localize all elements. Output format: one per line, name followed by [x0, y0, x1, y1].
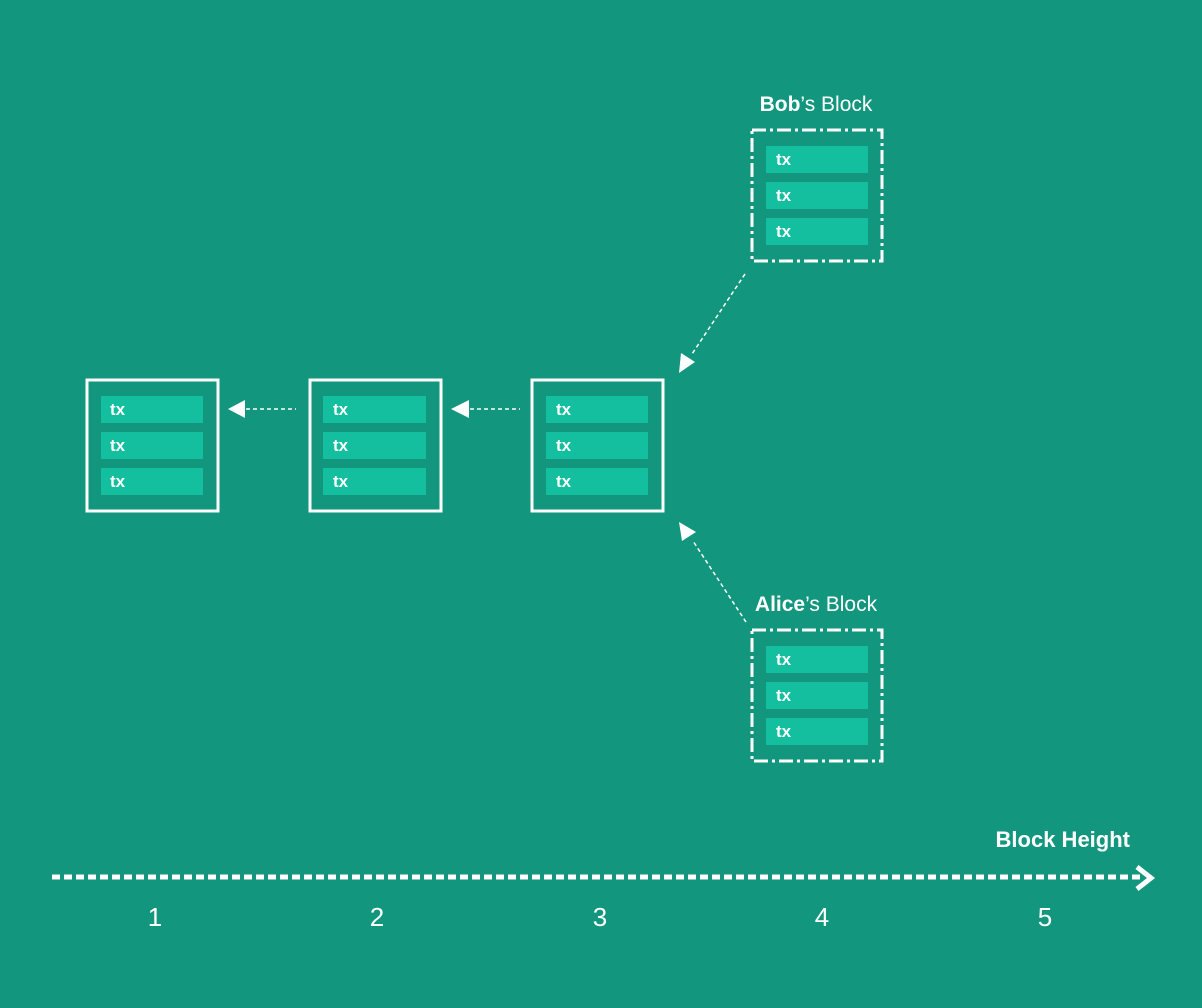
- block-title-suffix: ’s Block: [800, 93, 872, 116]
- tx-label: tx: [110, 400, 126, 419]
- tick-label: 2: [370, 902, 384, 932]
- axis-arrowhead-icon: [1135, 865, 1156, 891]
- tx-label: tx: [556, 472, 572, 491]
- tx-label: tx: [776, 150, 792, 169]
- arrowhead-icon: [679, 353, 695, 373]
- block-title-suffix: ’s Block: [805, 593, 877, 616]
- tx-label: tx: [776, 686, 792, 705]
- arrow-block-3-to-2: [451, 400, 520, 418]
- tick-label: 5: [1038, 902, 1052, 932]
- block-frame: [750, 628, 884, 763]
- axis-title: Block Height: [996, 827, 1131, 852]
- block-frame: [750, 128, 884, 263]
- arrowhead-icon: [451, 400, 469, 418]
- tx-row: [323, 468, 426, 495]
- chain-block-2: tx tx tx: [308, 378, 443, 513]
- tx-label: tx: [776, 650, 792, 669]
- arrow-shaft: [692, 540, 747, 623]
- block-frame: [530, 378, 665, 513]
- tick-label: 3: [593, 902, 607, 932]
- tx-row: [766, 682, 868, 709]
- tx-row: [766, 646, 868, 673]
- tx-label: tx: [776, 186, 792, 205]
- block-frame: [308, 378, 443, 513]
- block-frame: [85, 378, 220, 513]
- tx-row: [101, 396, 203, 423]
- tx-row: [766, 218, 868, 245]
- tx-row: [766, 718, 868, 745]
- alice-block-title: Alice’s Block: [755, 593, 878, 616]
- bob-block-title: Bob’s Block: [760, 93, 873, 116]
- tx-row: [323, 396, 426, 423]
- tx-row: [101, 432, 203, 459]
- bob-block: Bob’s Block tx tx tx: [750, 93, 884, 263]
- tx-label: tx: [776, 722, 792, 741]
- tx-row: [546, 396, 648, 423]
- tx-row: [766, 146, 868, 173]
- chain-block-1: tx tx tx: [85, 378, 220, 513]
- tx-label: tx: [556, 436, 572, 455]
- tx-label: tx: [110, 436, 126, 455]
- tx-label: tx: [333, 472, 349, 491]
- tx-row: [546, 432, 648, 459]
- tx-row: [546, 468, 648, 495]
- tx-row: [101, 468, 203, 495]
- arrowhead-icon: [679, 522, 696, 541]
- block-owner: Alice: [755, 593, 805, 616]
- tx-row: [766, 182, 868, 209]
- arrowhead-icon: [228, 400, 245, 418]
- tick-label: 4: [815, 902, 829, 932]
- tx-label: tx: [556, 400, 572, 419]
- alice-block: Alice’s Block tx tx tx: [750, 593, 884, 763]
- tick-label: 1: [148, 902, 162, 932]
- tx-label: tx: [110, 472, 126, 491]
- tx-label: tx: [333, 436, 349, 455]
- chain-block-3: tx tx tx: [530, 378, 665, 513]
- arrow-block-2-to-1: [228, 400, 296, 418]
- block-owner: Bob: [760, 93, 801, 116]
- arrow-shaft: [691, 273, 746, 355]
- tx-label: tx: [333, 400, 349, 419]
- arrow-alice-to-block-3: [679, 522, 747, 623]
- arrow-bob-to-block-3: [679, 273, 746, 373]
- block-height-axis: Block Height 1 2 3 4 5: [52, 827, 1156, 932]
- tx-label: tx: [776, 222, 792, 241]
- tx-row: [323, 432, 426, 459]
